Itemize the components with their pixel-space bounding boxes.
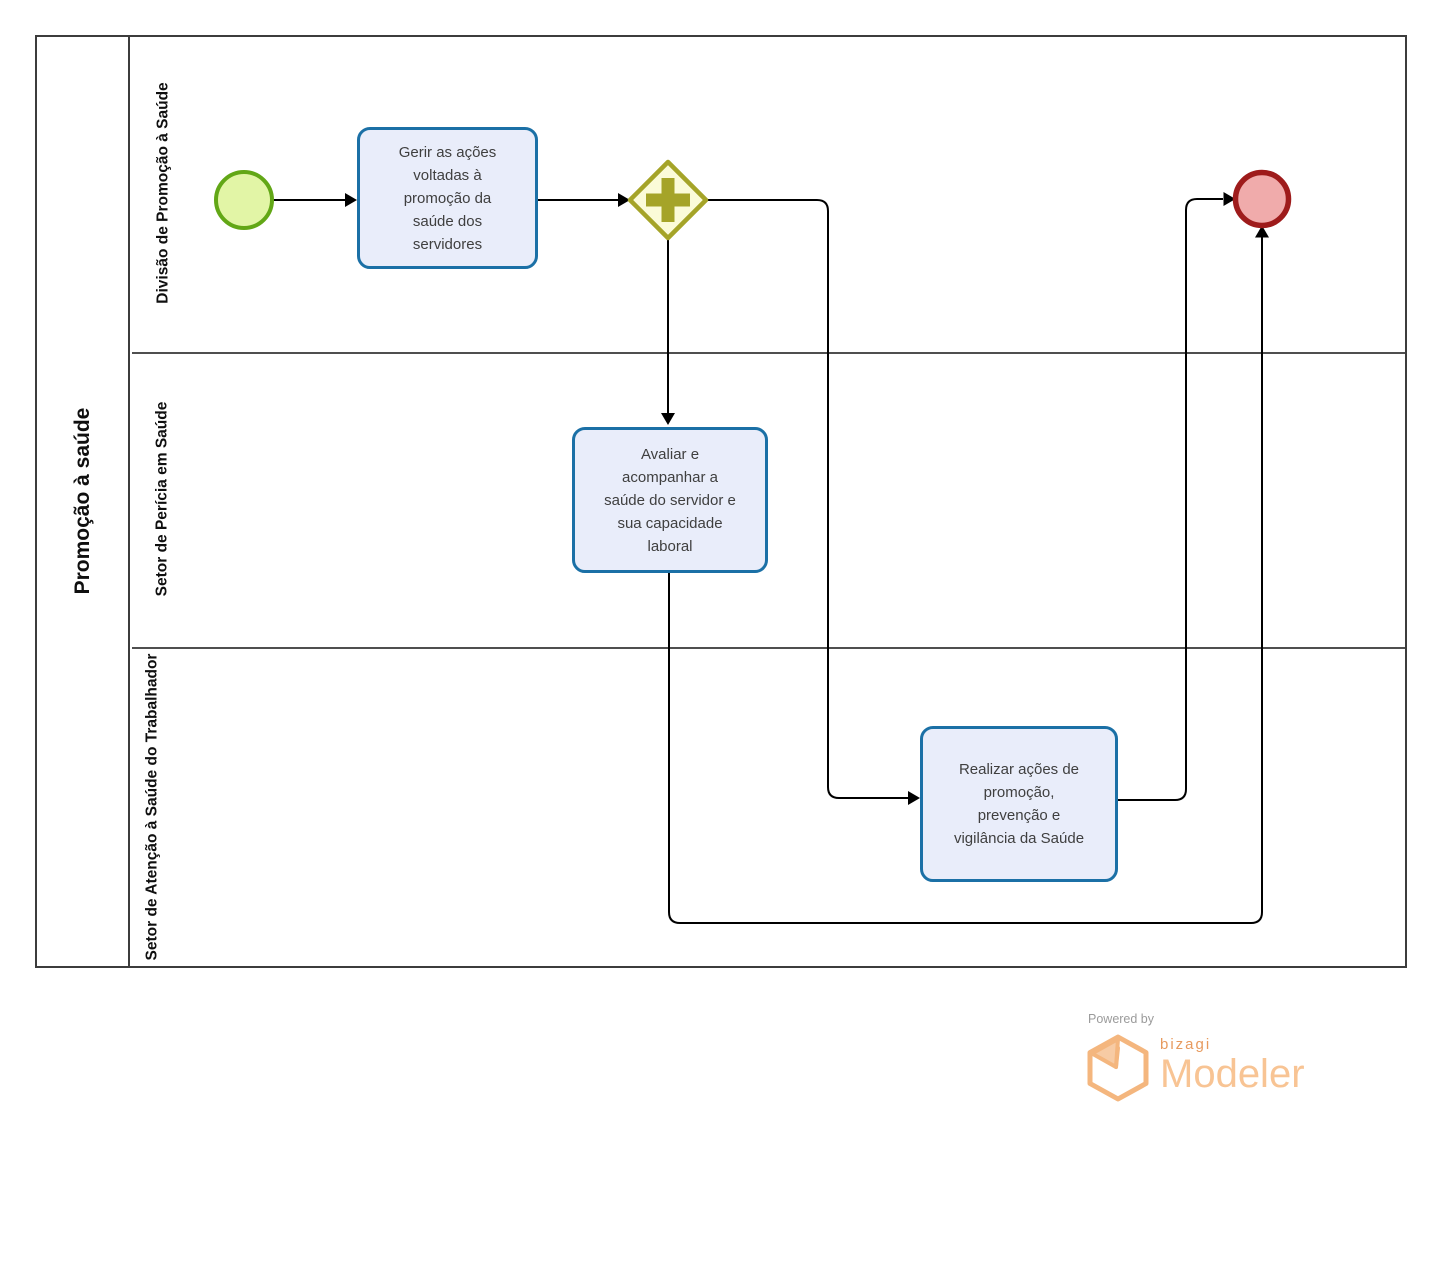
powered-by-text: Powered by	[1088, 1012, 1155, 1026]
plus-icon	[646, 178, 690, 222]
start-event[interactable]	[214, 170, 274, 230]
bizagi-branding[interactable]: Powered by bizagi Modeler	[1086, 1012, 1305, 1102]
start-event-icon	[214, 170, 274, 230]
sequence-flow-gerir-to-gateway[interactable]	[538, 193, 630, 207]
lane-divider-1	[132, 352, 1405, 354]
sequence-flow-gateway-to-realizar[interactable]	[706, 199, 920, 805]
bizagi-logo-icon	[1087, 1034, 1149, 1102]
task-avaliar-acompanhar[interactable]: Avaliar e acompanhar a saúde do servidor…	[572, 427, 768, 573]
pool-header[interactable]	[37, 37, 130, 966]
sequence-flow-avaliar-to-end[interactable]	[668, 225, 1269, 924]
task-label: Realizar ações de promoção, prevenção e …	[953, 761, 1085, 847]
task-label: Gerir as ações voltadas à promoção da sa…	[398, 143, 497, 253]
parallel-gateway[interactable]	[627, 159, 709, 241]
task-gerir-acoes[interactable]: Gerir as ações voltadas à promoção da sa…	[357, 127, 538, 269]
lane-divider-2	[132, 647, 1405, 649]
sequence-flow-gateway-to-avaliar[interactable]	[661, 238, 675, 425]
modeler-wordmark: Modeler	[1160, 1052, 1305, 1096]
task-label: Avaliar e acompanhar a saúde do servidor…	[604, 445, 736, 555]
task-realizar-acoes[interactable]: Realizar ações de promoção, prevenção e …	[920, 726, 1118, 882]
bizagi-wordmark: bizagi	[1160, 1036, 1212, 1053]
sequence-flow-realizar-to-end[interactable]	[1118, 192, 1236, 801]
end-event-icon	[1232, 169, 1292, 229]
sequence-flow-start-to-gerir[interactable]	[272, 193, 357, 207]
end-event[interactable]	[1232, 169, 1292, 229]
